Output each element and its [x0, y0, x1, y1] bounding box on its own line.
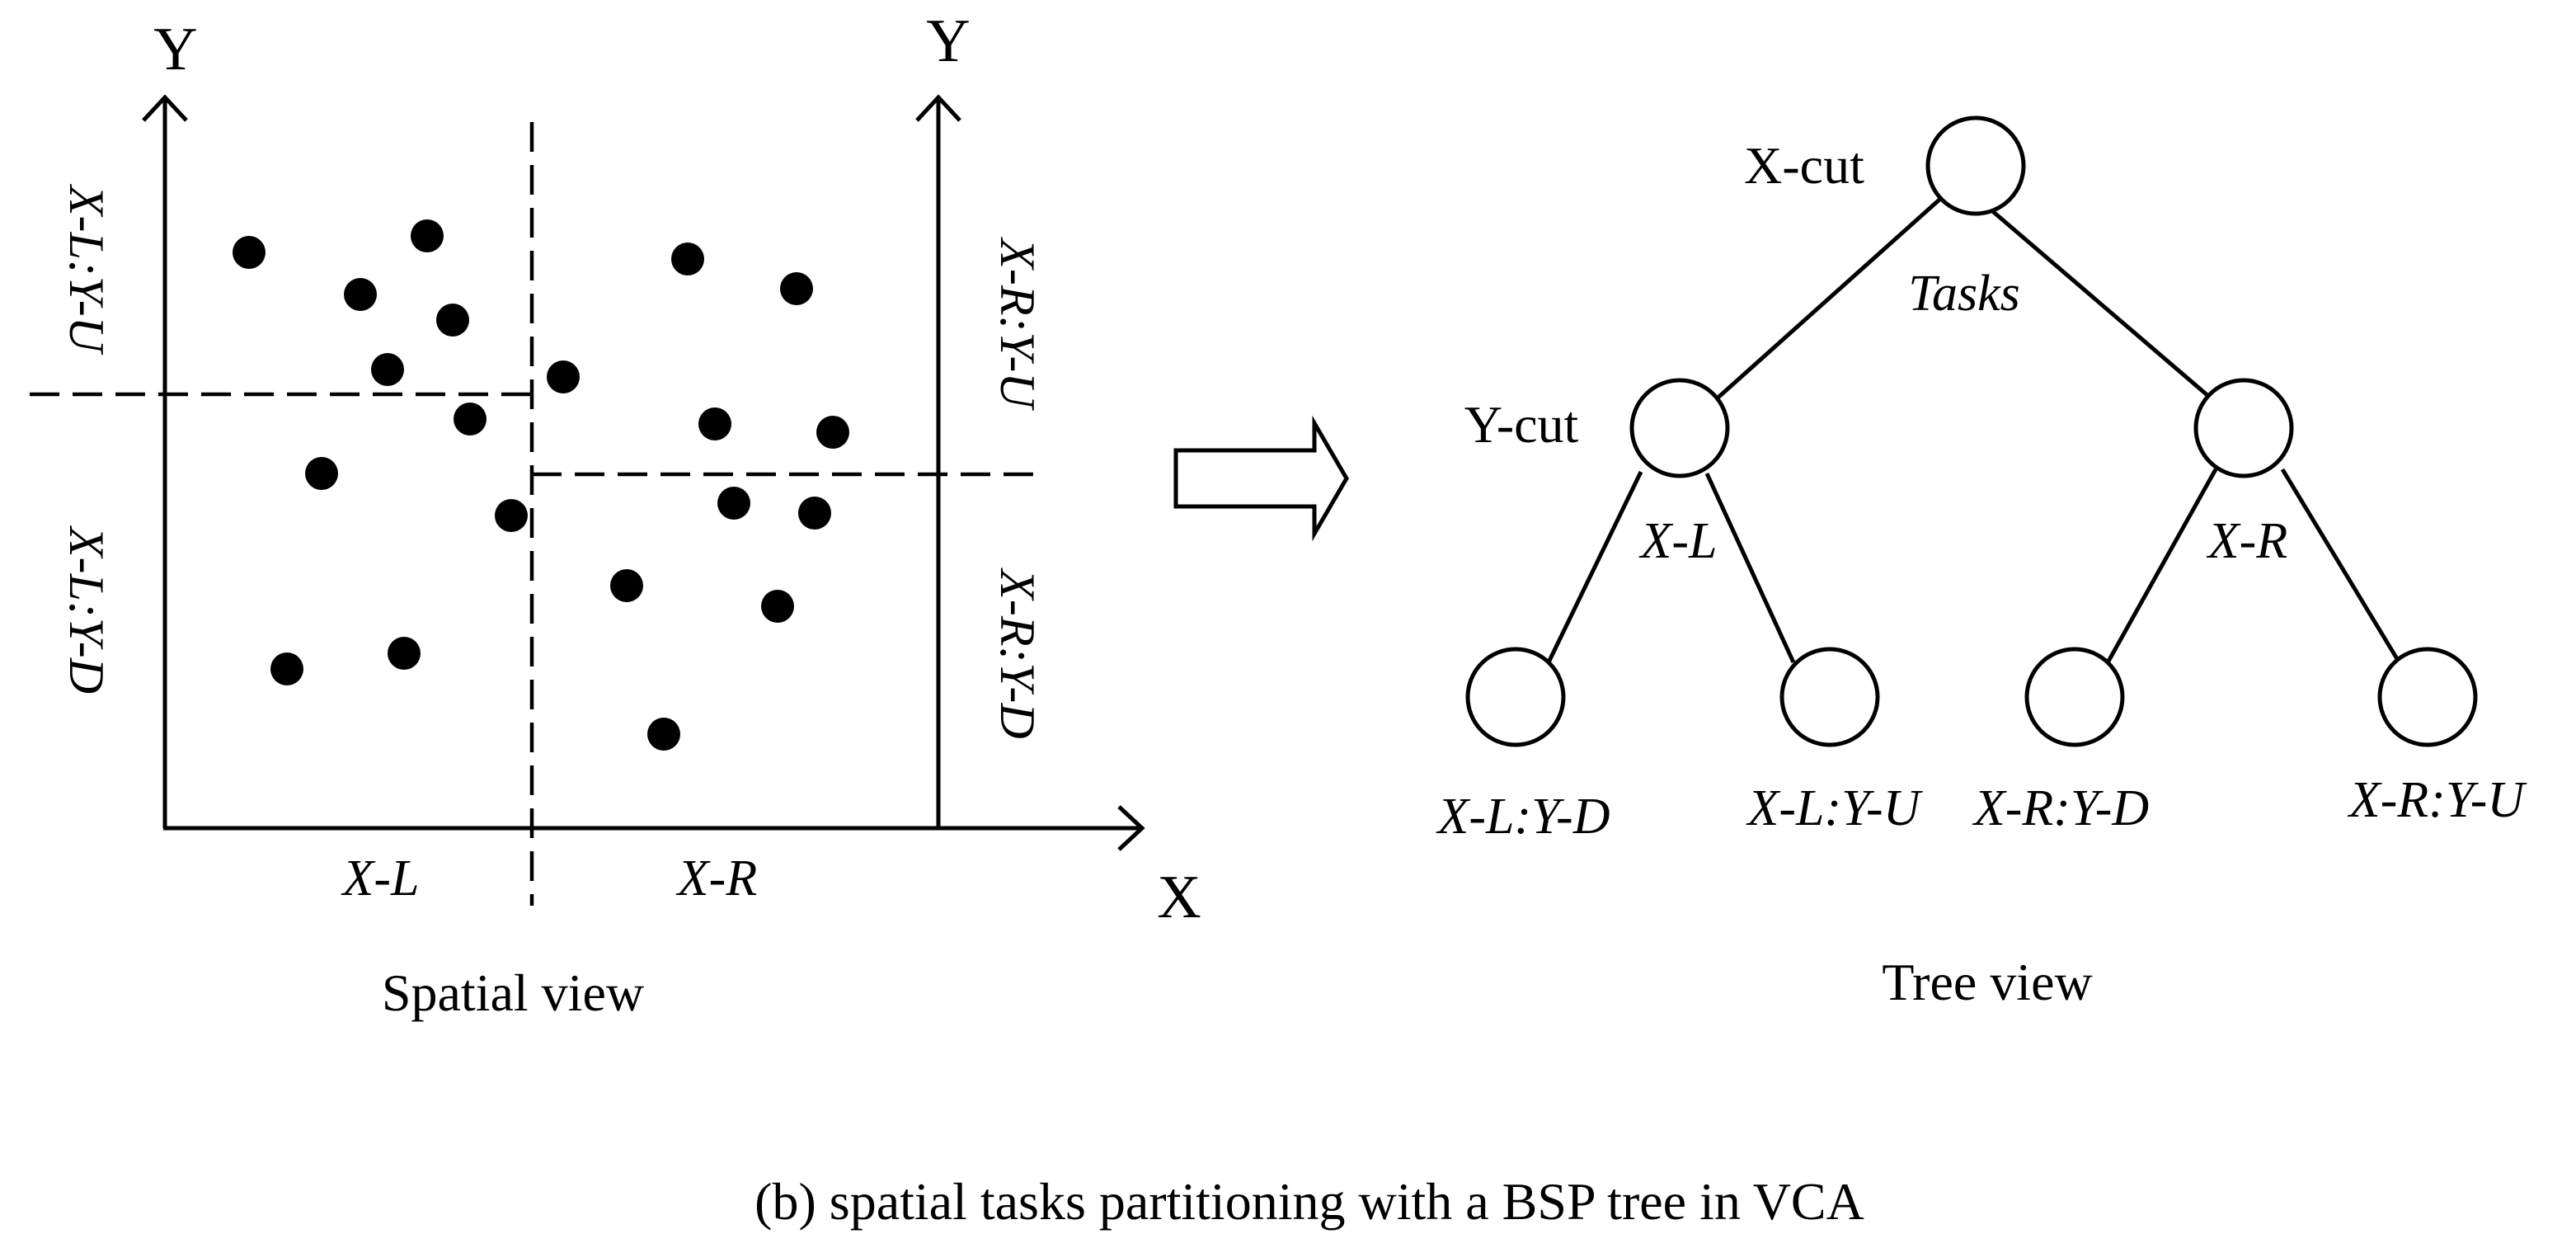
tree-view: X-cut Tasks Y-cut X-L X-R X-L:Y-D X-L:Y-…: [1436, 115, 2528, 1011]
task-point: [270, 652, 303, 685]
leaf-label: X-R:Y-D: [1972, 780, 2149, 836]
task-point: [647, 718, 680, 751]
task-point: [547, 360, 580, 393]
task-point: [388, 637, 421, 670]
task-point: [344, 278, 377, 311]
region-label-x-l-y-d: X-L:Y-D: [59, 525, 114, 694]
tree-node-leaf: [2024, 647, 2125, 747]
task-point: [816, 416, 849, 449]
task-point: [233, 236, 266, 269]
region-label-x-r-y-d: X-R:Y-D: [990, 567, 1045, 739]
task-point: [671, 243, 704, 276]
y-axis-right-arrowhead: [915, 94, 961, 122]
bottom-label-x-r: X-R: [675, 850, 757, 907]
tree-node-left: [1629, 378, 1730, 478]
task-point: [798, 497, 831, 530]
task-point: [305, 457, 338, 490]
right-edge-label: X-R: [2206, 513, 2287, 569]
tree-node-leaf: [1465, 647, 1566, 747]
region-label-x-l-y-u: X-L:Y-U: [59, 184, 114, 356]
task-point: [495, 499, 528, 532]
task-point: [698, 407, 731, 440]
level1-node-label: Y-cut: [1464, 395, 1579, 454]
task-point: [717, 487, 750, 520]
tree-edge: [2104, 468, 2218, 667]
leaf-label: X-L:Y-U: [1746, 780, 1924, 836]
tree-edge: [1704, 472, 1796, 664]
left-edge-label: X-L: [1638, 513, 1718, 569]
task-point: [761, 590, 794, 623]
leaf-label: X-L:Y-D: [1436, 789, 1610, 845]
tree-edge: [1546, 470, 1643, 664]
x-axis-label: X: [1157, 864, 1201, 931]
bottom-label-x-l: X-L: [341, 850, 420, 907]
spatial-view: Y Y X X-L X-R X-L:Y-U X-L:Y-D X-R:Y-U X-…: [30, 7, 1201, 1022]
spatial-view-caption: Spatial view: [382, 963, 644, 1022]
task-point: [454, 403, 487, 436]
figure-caption: (b) spatial tasks partitioning with a BS…: [754, 1172, 1864, 1231]
tree-edge: [1977, 198, 2210, 398]
tree-edge: [1713, 198, 1941, 403]
tree-view-caption: Tree view: [1882, 953, 2092, 1011]
transform-arrow: [1173, 415, 1349, 542]
tree-edge: [2280, 468, 2404, 667]
task-point: [371, 353, 404, 386]
region-label-x-r-y-u: X-R:Y-U: [990, 237, 1045, 411]
tree-node-right: [2193, 378, 2294, 478]
tree-node-root: [1925, 115, 2026, 216]
x-axis-arrowhead: [1117, 805, 1145, 851]
task-points: [233, 219, 849, 751]
root-node-label: X-cut: [1744, 136, 1864, 195]
task-point: [411, 219, 444, 252]
root-edge-label: Tasks: [1908, 266, 2020, 322]
task-point: [780, 272, 813, 305]
y-axis-right-label: Y: [926, 7, 970, 75]
tree-node-leaf: [2377, 647, 2478, 747]
y-axis-left-arrowhead: [142, 94, 188, 122]
task-point: [436, 304, 469, 337]
tree-node-leaf: [1779, 647, 1880, 747]
leaf-label: X-R:Y-U: [2347, 772, 2528, 828]
y-axis-left-label: Y: [153, 16, 197, 83]
task-point: [610, 569, 643, 602]
